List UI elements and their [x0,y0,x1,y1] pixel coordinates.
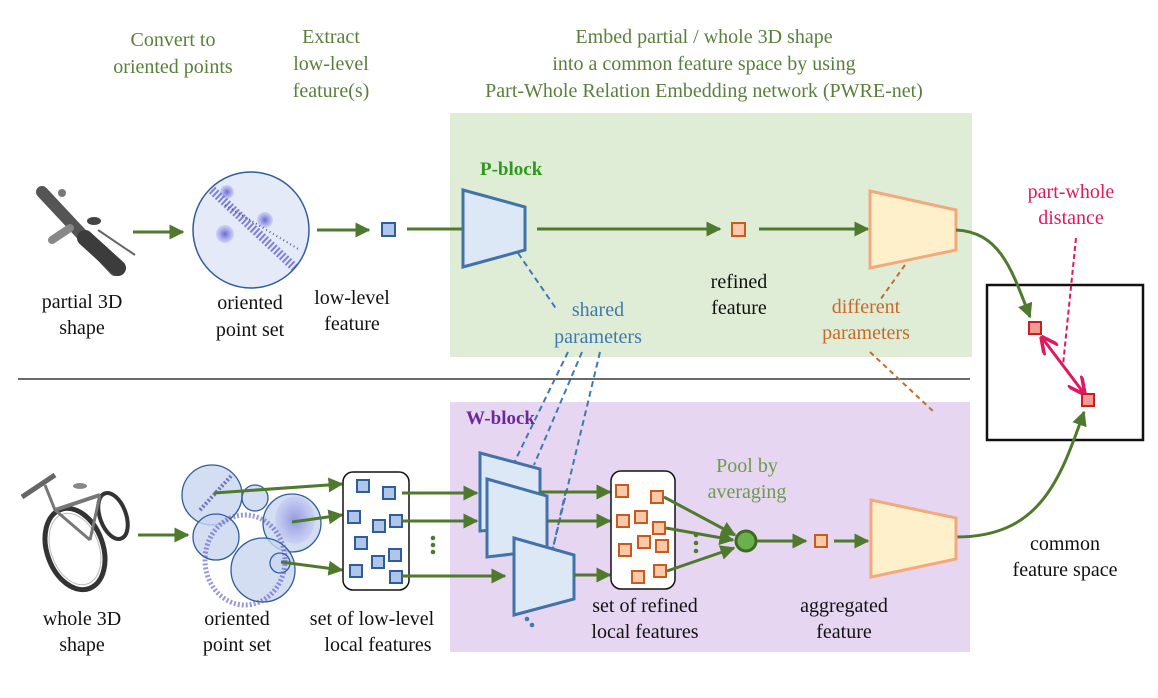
label-partial-shape-line1: partial 3D [42,291,123,313]
aggregated-feature-square [814,534,828,548]
header-extract-line3: feature(s) [293,80,370,102]
label-low-level-line2: feature [324,313,380,335]
partial-3d-shape-image [36,186,136,276]
label-low-level-local-line2: local features [324,634,431,656]
label-aggregated-line2: feature [816,621,872,643]
refined-local-square [631,570,645,584]
oriented-point-set-bottom [181,464,322,608]
label-refined-local-line1: set of refined [592,595,698,617]
header-embed-line1: Embed partial / whole 3D shape [575,26,832,48]
refined-local-square [653,564,667,578]
label-partial-shape-line2: shape [59,317,105,339]
shared-param-link-3 [552,351,601,549]
header-convert-line2: oriented points [113,56,233,78]
local-feature-square [354,536,368,550]
ellipsis-dots-refined [693,532,699,554]
label-refined-line2: feature [711,297,767,319]
p-block-label: P-block [480,159,543,180]
whole-embedding-point [1081,393,1095,407]
label-refined-local-line2: local features [591,621,698,643]
header-convert-line1: Convert to [131,29,216,51]
shared-param-link-1 [513,351,569,464]
label-distance-line1: part-whole [1028,181,1115,203]
label-refined-line1: refined [711,271,768,293]
header-embed-line3: Part-Whole Relation Embedding network (P… [485,80,923,102]
w-block-label: W-block [466,408,535,429]
refined-local-square [637,535,651,549]
arrow-local-2 [291,509,344,525]
w-block-encoder-3 [512,536,576,617]
label-low-level-local-line1: set of low-level [310,608,435,630]
part-whole-distance-arrow [1043,339,1083,392]
low-level-feature-square [381,222,396,237]
header-extract-line1: Extract [302,26,360,48]
header-extract-line2: low-level [293,53,369,75]
whole-3d-shape-image [20,472,130,593]
different-param-link-bottom [869,351,936,414]
curve-top-to-space [955,228,1033,319]
arrow-pool-in-1 [663,495,737,537]
arrow-pool-in-3 [666,545,736,573]
local-feature-square [349,564,363,578]
curve-bottom-to-space [955,410,1087,539]
label-oriented-top-line1: oriented [217,292,283,314]
local-feature-square [372,519,386,533]
refined-local-square [652,521,666,535]
label-whole-shape-line2: shape [59,634,105,656]
label-different-line2: parameters [822,322,910,344]
shared-param-link-2 [533,351,583,466]
ellipsis-dots-encoders [524,616,535,628]
low-level-local-feature-squares [347,479,403,584]
label-different-line1: different [832,296,901,318]
label-pool-line2: averaging [708,481,787,503]
label-shared-line2: parameters [554,326,642,348]
local-feature-square [388,548,402,562]
local-feature-square [389,570,403,584]
refined-local-square [615,484,629,498]
local-feature-square [356,479,370,493]
label-aggregated-line1: aggregated [800,595,888,617]
common-feature-space-box [985,283,1145,442]
label-common-line1: common [1030,533,1100,555]
local-feature-square [389,514,403,528]
label-whole-shape-line1: whole 3D [43,608,121,630]
label-low-level-line1: low-level [314,287,390,309]
refined-local-square [618,543,632,557]
arrow-local-1 [213,477,344,495]
refined-local-square [650,490,664,504]
local-feature-square [347,510,361,524]
refined-feature-square [731,222,746,237]
refined-local-square [616,514,630,528]
refined-local-feature-squares [615,484,669,584]
p-block-encoder [461,188,527,269]
label-oriented-bottom-line1: oriented [204,608,270,630]
pool-average-node [734,529,758,553]
label-oriented-bottom-line2: point set [203,634,272,656]
arrow-pool-in-2 [665,526,735,546]
shared-param-link-top [517,252,558,311]
arrow-local-3 [280,560,344,576]
local-feature-square [382,486,396,500]
refined-local-square [634,510,648,524]
label-shared-line1: shared [572,299,624,321]
refined-local-square [655,539,669,553]
label-common-line2: feature space [1013,559,1118,581]
part-embedding-point [1028,321,1042,335]
label-pool-line1: Pool by [716,455,778,477]
different-param-link-top [879,264,906,301]
header-embed-line2: into a common feature space by using [552,53,855,75]
ellipsis-dots-local [430,535,436,555]
p-block-head [868,189,958,270]
local-feature-square [371,555,385,569]
label-distance-line2: distance [1038,207,1104,229]
label-oriented-top-line2: point set [216,319,285,341]
w-block-head [869,498,958,579]
oriented-point-set-top [192,171,310,289]
